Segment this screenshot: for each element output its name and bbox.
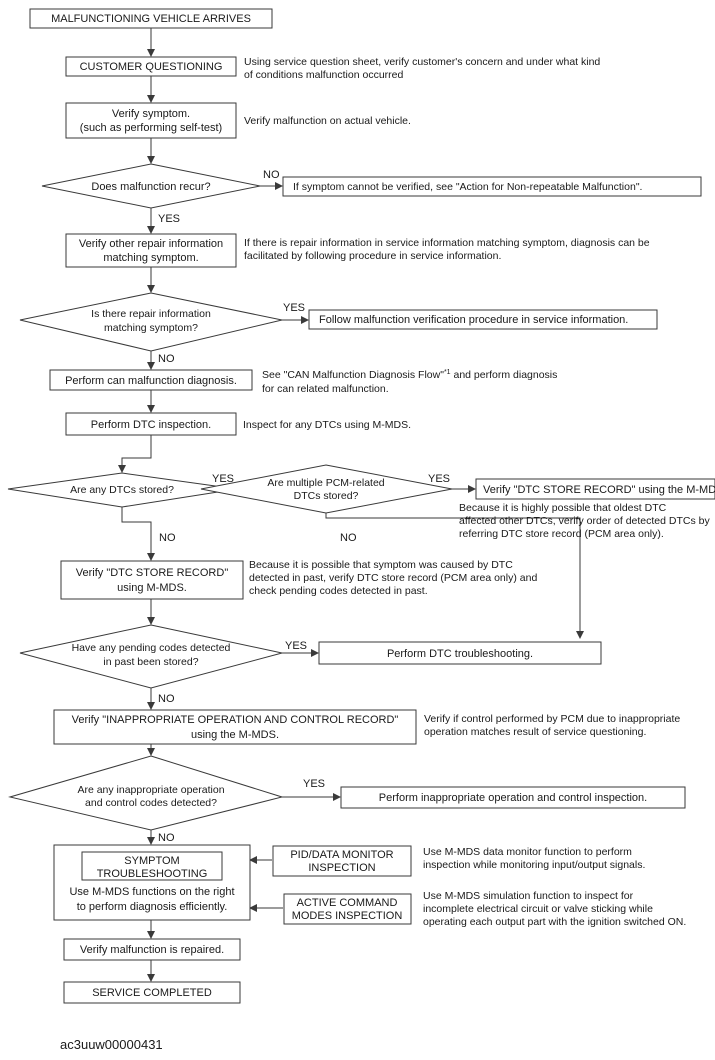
no-label-repair-info: NO: [158, 353, 175, 365]
svg-text:matching symptom?: matching symptom?: [104, 322, 198, 334]
svg-text:MALFUNCTIONING VEHICLE ARRIVES: MALFUNCTIONING VEHICLE ARRIVES: [51, 13, 251, 25]
box-verify-symptom: Verify symptom. (such as performing self…: [65, 102, 237, 139]
svg-text:If symptom cannot be verified,: If symptom cannot be verified, see "Acti…: [293, 181, 642, 193]
svg-text:CUSTOMER QUESTIONING: CUSTOMER QUESTIONING: [80, 61, 223, 73]
branch-labels: NO YES YES NO YES YES NO NO YES NO YES N…: [158, 169, 450, 844]
box-customer-questioning: CUSTOMER QUESTIONING: [65, 56, 237, 77]
box-active-command: ACTIVE COMMAND MODES INSPECTION: [283, 893, 412, 925]
no-label-inappropriate: NO: [158, 832, 175, 844]
svg-text:Verify "DTC STORE RECORD": Verify "DTC STORE RECORD": [76, 567, 229, 579]
side-notes: Using service question sheet, verify cus…: [243, 56, 710, 928]
svg-text:Verify "DTC STORE RECORD" usi: Verify "DTC STORE RECORD" using the M-MD…: [483, 484, 715, 496]
box-verify-dtc-store-record-2: Verify "DTC STORE RECORD" using M-MDS.: [60, 560, 244, 600]
note-questioning-1: Using service question sheet, verify cus…: [244, 56, 600, 68]
svg-text:Follow malfunction verificatio: Follow malfunction verification procedur…: [319, 314, 628, 326]
svg-text:SYMPTOM: SYMPTOM: [124, 855, 179, 867]
box-can-diagnosis: Perform can malfunction diagnosis.: [49, 369, 253, 391]
note-past-3: check pending codes detected in past.: [249, 585, 428, 597]
note-past-1: Because it is possible that symptom was …: [249, 559, 513, 571]
box-follow-verification: Follow malfunction verification procedur…: [308, 309, 658, 330]
svg-text:Verify symptom.: Verify symptom.: [112, 108, 190, 120]
note-dtc-inspect: Inspect for any DTCs using M-MDS.: [243, 419, 411, 431]
svg-text:Are any inappropriate operatio: Are any inappropriate operation: [77, 784, 224, 796]
svg-text:DTCs stored?: DTCs stored?: [294, 490, 359, 502]
note-verify-symptom: Verify malfunction on actual vehicle.: [244, 115, 411, 127]
note-repair-info-1: If there is repair information in servic…: [244, 237, 650, 249]
note-oldest-3: referring DTC store record (PCM area onl…: [459, 528, 664, 540]
box-verify-repaired: Verify malfunction is repaired.: [63, 938, 241, 961]
svg-text:PID/DATA MONITOR: PID/DATA MONITOR: [290, 849, 393, 861]
svg-text:TROUBLESHOOTING: TROUBLESHOOTING: [97, 868, 208, 880]
svg-text:Are multiple PCM-related: Are multiple PCM-related: [267, 477, 384, 489]
box-dtc-troubleshooting: Perform DTC troubleshooting.: [318, 641, 602, 665]
svg-text:Does malfunction recur?: Does malfunction recur?: [91, 181, 210, 193]
svg-text:SERVICE COMPLETED: SERVICE COMPLETED: [92, 987, 212, 999]
svg-text:Verify other repair informatio: Verify other repair information: [79, 238, 223, 250]
svg-text:Verify malfunction is repaired: Verify malfunction is repaired.: [80, 944, 224, 956]
svg-text:Perform inappropriate operatio: Perform inappropriate operation and cont…: [379, 792, 647, 804]
decision-multiple-pcm: Are multiple PCM-related DTCs stored?: [200, 464, 453, 514]
svg-text:Are any DTCs stored?: Are any DTCs stored?: [70, 484, 174, 496]
yes-label-pending: YES: [285, 640, 307, 652]
yes-label-recur: YES: [158, 213, 180, 225]
note-pid-1: Use M-MDS data monitor function to perfo…: [423, 846, 632, 858]
box-vehicle-arrives: MALFUNCTIONING VEHICLE ARRIVES: [29, 8, 273, 29]
no-label-pending: NO: [158, 693, 175, 705]
note-repair-info-2: facilitated by following procedure in se…: [244, 250, 501, 262]
svg-text:to perform diagnosis efficient: to perform diagnosis efficiently.: [77, 901, 228, 913]
decision-malfunction-recur: Does malfunction recur?: [41, 163, 261, 209]
svg-text:Use M-MDS functions on the rig: Use M-MDS functions on the right: [69, 886, 234, 898]
note-can-1: See "CAN Malfunction Diagnosis Flow"*1 a…: [262, 369, 557, 381]
svg-text:Have any pending codes detecte: Have any pending codes detected: [72, 642, 231, 654]
figure-id: ac3uuw00000431: [60, 1037, 163, 1052]
box-dtc-inspection: Perform DTC inspection.: [65, 412, 237, 436]
box-repair-info: Verify other repair information matching…: [65, 233, 237, 268]
note-active-1: Use M-MDS simulation function to inspect…: [423, 890, 634, 902]
box-pid-data-monitor: PID/DATA MONITOR INSPECTION: [272, 845, 412, 877]
svg-text:Verify "INAPPROPRIATE OPERATIO: Verify "INAPPROPRIATE OPERATION AND CONT…: [72, 714, 399, 726]
yes-label-inappropriate: YES: [303, 778, 325, 790]
yes-label-repair-info: YES: [283, 302, 305, 314]
svg-text:INSPECTION: INSPECTION: [308, 862, 375, 874]
svg-text:ACTIVE COMMAND: ACTIVE COMMAND: [297, 897, 398, 909]
svg-text:Perform DTC inspection.: Perform DTC inspection.: [91, 419, 211, 431]
box-verify-dtc-store-record: Verify "DTC STORE RECORD" using the M-MD…: [475, 478, 715, 500]
svg-text:(such as performing self-test): (such as performing self-test): [80, 122, 222, 134]
note-oldest-2: affected other DTCs, verify order of det…: [459, 515, 710, 527]
yes-label-dtcs: YES: [212, 473, 234, 485]
no-label-multiple: NO: [340, 532, 357, 544]
svg-text:and control codes detected?: and control codes detected?: [85, 797, 217, 809]
svg-text:Is there repair information: Is there repair information: [91, 308, 211, 320]
decision-dtcs-stored: Are any DTCs stored?: [7, 472, 238, 508]
no-label-recur: NO: [263, 169, 280, 181]
note-active-3: operating each output part with the igni…: [423, 916, 686, 928]
note-active-2: incomplete electrical circuit or valve s…: [423, 903, 653, 915]
svg-text:matching symptom.: matching symptom.: [103, 252, 198, 264]
svg-text:Perform DTC troubleshooting.: Perform DTC troubleshooting.: [387, 648, 533, 660]
box-non-repeatable: If symptom cannot be verified, see "Acti…: [282, 176, 702, 197]
note-pid-2: inspection while monitoring input/output…: [423, 859, 645, 871]
note-oldest-1: Because it is highly possible that oldes…: [459, 502, 667, 514]
note-can-2: for can related malfunction.: [262, 383, 389, 395]
svg-text:using the M-MDS.: using the M-MDS.: [191, 729, 279, 741]
svg-text:Perform can malfunction diagno: Perform can malfunction diagnosis.: [65, 375, 237, 387]
svg-text:in past been stored?: in past been stored?: [103, 656, 198, 668]
note-questioning-2: of conditions malfunction occurred: [244, 69, 403, 81]
box-inappropriate-record: Verify "INAPPROPRIATE OPERATION AND CONT…: [53, 709, 417, 745]
decision-repair-info: Is there repair information matching sym…: [19, 292, 283, 352]
note-pcm-2: operation matches result of service ques…: [424, 726, 646, 738]
box-service-completed: SERVICE COMPLETED: [63, 981, 241, 1004]
yes-label-multiple: YES: [428, 473, 450, 485]
note-past-2: detected in past, verify DTC store recor…: [249, 572, 537, 584]
box-symptom-troubleshooting: SYMPTOM TROUBLESHOOTING Use M-MDS functi…: [53, 844, 251, 921]
decision-inappropriate-codes: Are any inappropriate operation and cont…: [8, 755, 284, 831]
no-label-dtcs: NO: [159, 532, 176, 544]
decision-pending-codes: Have any pending codes detected in past …: [19, 624, 283, 689]
svg-text:MODES INSPECTION: MODES INSPECTION: [292, 910, 403, 922]
note-pcm-1: Verify if control performed by PCM due t…: [424, 713, 680, 725]
svg-text:using M-MDS.: using M-MDS.: [117, 582, 187, 594]
box-inappropriate-inspection: Perform inappropriate operation and cont…: [340, 786, 686, 809]
